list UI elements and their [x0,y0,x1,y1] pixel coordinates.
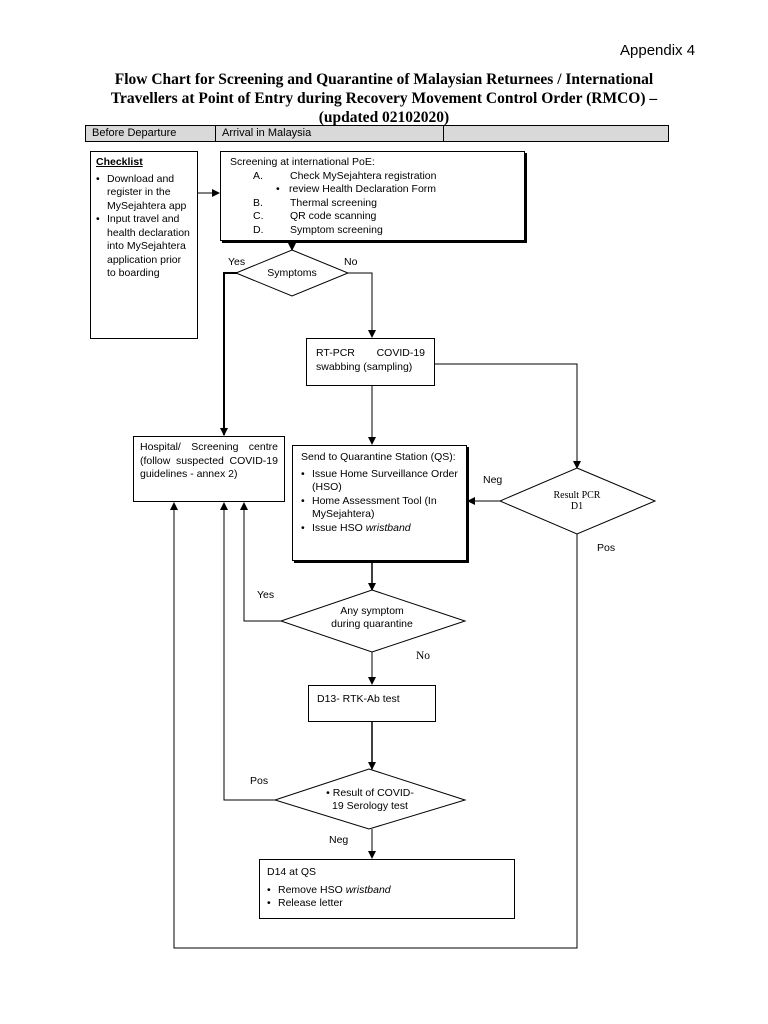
title-line-2: Travellers at Point of Entry during Reco… [110,90,658,107]
screening-step: B. Thermal screening [230,197,515,211]
serology-diamond [273,768,467,830]
d14-heading: D14 at QS [267,866,317,878]
quarantine-item: Home Assessment Tool (In MySejahtera) [301,495,458,522]
item-emphasis: wristband [365,521,411,534]
step-text: Check MySejahtera registration [290,169,437,182]
quarantine-list: Issue Home Surveillance Order (HSO) Home… [301,468,458,536]
quarantine-box: Send to Quarantine Station (QS): Issue H… [292,445,467,561]
d14-list: Remove HSO wristband Release letter [267,884,507,911]
arrow-symptoms-yes [220,272,263,436]
result-pcr-text: Result PCR D1 [530,490,624,512]
rtpcr-word: RT-PCR [316,347,355,359]
checklist-item: Input travel and health declaration into… [96,213,192,281]
checklist-item: Download and register in the MySejahtera… [96,173,192,214]
arrow-symptoms-no [320,272,376,338]
step-text: review Health Declaration Form [289,183,437,196]
screening-step: C. QR code scanning [230,210,515,224]
screening-step: A. Check MySejahtera registration [230,170,515,184]
label-no-symptoms: No [344,256,358,268]
item-emphasis: wristband [345,883,391,896]
d14-item: Remove HSO wristband [267,884,507,898]
item-text: Remove HSO [278,883,346,896]
step-marker: B. [253,196,263,209]
item-text: Release letter [278,897,343,909]
screening-step: • review Health Declaration Form [230,183,515,197]
label-yes-quarantine: Yes [257,589,275,601]
step-text: QR code scanning [290,210,377,223]
result-pcr-line2: D1 [570,501,584,512]
hospital-box: Hospital/ Screening centre (follow suspe… [133,436,285,502]
any-symptom-line2: during quarantine [331,618,413,630]
label-no-quarantine: No [416,650,431,662]
step-text: Symptom screening [290,223,383,236]
screening-step: D. Symptom screening [230,224,515,238]
step-marker: • [276,183,280,196]
phase-before-departure: Before Departure [86,126,216,141]
title-line-1: Flow Chart for Screening and Quarantine … [114,71,654,88]
step-text: Thermal screening [290,196,377,209]
checklist-box: Checklist Download and register in the M… [90,151,198,339]
step-marker: C. [253,210,264,223]
label-yes-symptoms: Yes [228,256,246,268]
quarantine-item: Issue Home Surveillance Order (HSO) [301,468,458,495]
hospital-text: Hospital/ Screening centre (follow suspe… [140,441,278,480]
checklist-list: Download and register in the MySejahtera… [96,173,192,281]
symptoms-text: Symptoms [267,267,317,279]
rtpcr-line2: swabbing (sampling) [316,360,413,373]
rtk-text: D13- RTK-Ab test [317,693,400,705]
arrow-result-pos [170,502,578,949]
screening-box: Screening at international PoE: A. Check … [220,151,525,241]
arrow-serology-pos [220,502,275,801]
any-symptom-diamond [279,589,467,653]
rtpcr-box: RT-PCR COVID-19 swabbing (sampling) [306,338,435,386]
result-pcr-diamond [498,467,657,535]
label-pos-serology: Pos [250,775,269,787]
item-text: Issue HSO [312,521,366,534]
arrow-anysymptom-yes [240,502,281,622]
serology-line1: • Result of COVID- [326,787,414,799]
serology-text: • Result of COVID- 19 Serology test [310,787,430,813]
rtpcr-word: COVID-19 [376,347,425,359]
label-neg-pcr: Neg [483,474,503,486]
checklist-heading: Checklist [96,156,143,168]
any-symptom-line1: Any symptom [340,605,404,617]
label-pos-pcr: Pos [597,542,616,554]
d14-item: Release letter [267,897,507,911]
page-title: Flow Chart for Screening and Quarantine … [90,70,678,127]
result-pcr-line1: Result PCR [553,490,601,501]
symptoms-diamond [234,249,350,297]
phase-bar: Before Departure Arrival in Malaysia [85,125,669,142]
quarantine-item: Issue HSO wristband [301,522,458,536]
step-marker: A. [253,169,263,182]
item-text: Home Assessment Tool (In MySejahtera) [312,494,437,521]
step-marker: D. [253,223,264,236]
item-text: Issue Home Surveillance Order (HSO) [312,467,458,494]
arrow-rtpcr-to-result [435,363,581,469]
phase-arrival: Arrival in Malaysia [216,126,444,141]
any-symptom-text: Any symptom during quarantine [310,605,434,631]
screening-heading: Screening at international PoE: [230,156,375,168]
label-neg-serology: Neg [329,834,349,846]
quarantine-heading: Send to Quarantine Station (QS): [301,451,456,463]
appendix-label: Appendix 4 [620,42,696,59]
rtk-box: D13- RTK-Ab test [308,685,436,722]
rtpcr-line1: RT-PCR COVID-19 [316,347,425,361]
serology-line2: 19 Serology test [332,800,408,812]
title-line-3: (updated 02102020) [318,109,450,126]
d14-box: D14 at QS Remove HSO wristband Release l… [259,859,515,919]
